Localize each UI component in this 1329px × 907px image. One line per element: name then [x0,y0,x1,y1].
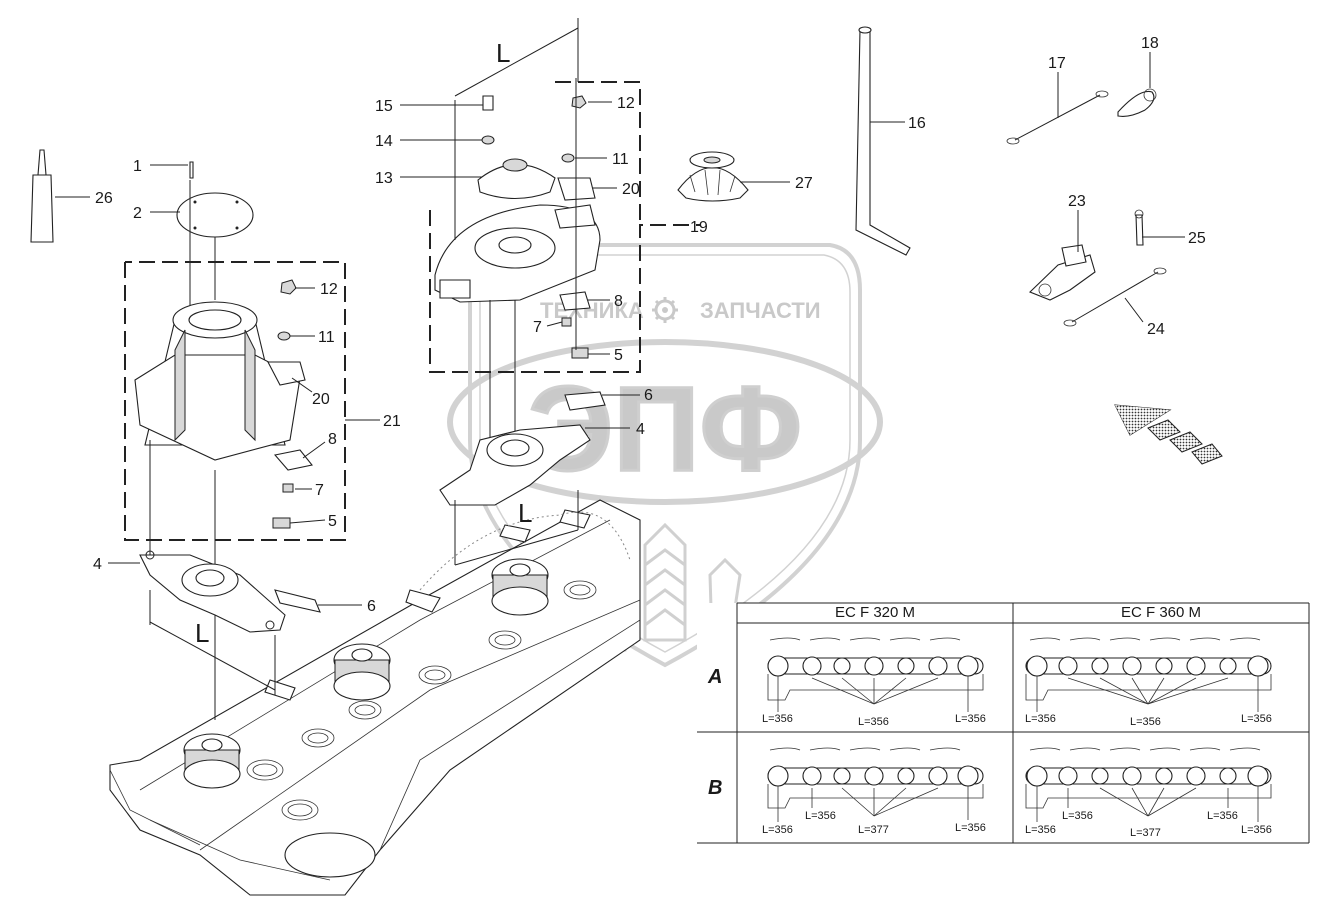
row-label-a: A [707,666,722,688]
l-value-a360-mid: L=356 [1130,716,1161,728]
table-header-320: EC F 320 M [835,604,915,621]
disc-ring [348,700,382,720]
plate-4-center [439,391,606,506]
watermark-text-left: ТЕХНИКА [540,298,644,323]
disc-ring [488,630,522,650]
callout-8-left: 8 [328,431,337,448]
callout-11-left: 11 [318,329,335,346]
l-value-b320-left: L=356 [762,824,793,836]
l-value-b360-mid: L=377 [1130,827,1161,839]
configuration-table: EC F 320 M EC F 360 M A B L=356 L=356 L=… [697,602,1310,844]
plate-4-left [139,550,321,633]
callout-24: 24 [1147,321,1165,338]
l-value-b360-right: L=356 [1241,824,1272,836]
drum-hub [333,643,391,701]
callout-7-left: 7 [315,482,324,499]
cutter-bar-frame [109,499,641,896]
l-value-a320-left: L=356 [762,713,793,725]
disc-ring [281,799,319,821]
callout-13: 13 [375,170,393,187]
callout-25: 25 [1188,230,1206,247]
callout-5-left: 5 [328,513,337,530]
callout-7-center: 7 [533,319,542,336]
callout-27: 27 [795,175,813,192]
drum-hub [183,733,241,789]
latch-23 [1029,244,1096,301]
l-value-b360-right2: L=356 [1207,810,1238,822]
dimension-label-left: L [195,618,209,648]
l-value-a320-right: L=356 [955,713,986,725]
sealant-tube-26 [30,149,54,243]
callout-20-left: 20 [312,391,330,408]
callout-11-center: 11 [612,151,629,168]
l-value-b320-left2: L=356 [805,810,836,822]
callout-23: 23 [1068,193,1086,210]
l-value-a320-mid: L=356 [858,716,889,728]
callout-6-center: 6 [644,387,653,404]
callout-4-center: 4 [636,421,645,438]
row-label-b: B [708,777,722,799]
leader-lines [55,52,1185,606]
callout-labels: 1 2 26 12 11 20 21 8 7 5 4 6 15 14 13 12… [93,35,1206,615]
bar-schematic-a-320 [767,637,984,712]
l-value-b320-right: L=356 [955,822,986,834]
l-value-a360-left: L=356 [1025,713,1056,725]
callout-1: 1 [133,158,142,175]
disc-ring [563,580,597,600]
watermark-text-right: ЗАПЧАСТИ [700,298,821,323]
rod-16 [855,26,911,256]
l-value-b360-left: L=356 [1025,824,1056,836]
dimension-label-top: L [496,38,510,68]
direction-arrow-icon [1114,404,1223,465]
l-value-a360-right: L=356 [1241,713,1272,725]
split-pin-25 [1134,209,1144,246]
callout-18: 18 [1141,35,1159,52]
callout-12-left: 12 [320,281,338,298]
l-value-b360-left2: L=356 [1062,810,1093,822]
callout-14: 14 [375,133,393,150]
table-header-360: EC F 360 M [1121,604,1201,621]
callout-6-left: 6 [367,598,376,615]
callout-4-left: 4 [93,556,102,573]
watermark: ТЕХНИКА ЗАПЧАСТИ ЭПФ [447,243,883,668]
disc-ring [246,759,284,781]
callout-21: 21 [383,413,401,430]
bar-schematic-b-360 [1025,747,1272,822]
callout-19: 19 [690,219,708,236]
callout-17: 17 [1048,55,1066,72]
gear-icon [652,297,678,323]
wire-24 [1063,267,1167,327]
callout-2: 2 [133,205,142,222]
disc-ring [301,728,335,748]
drum-hub [491,558,549,616]
callout-8-center: 8 [614,293,623,310]
dimension-left: L [149,590,276,695]
callout-5-center: 5 [614,347,623,364]
assembly-19-center [429,78,700,470]
bar-schematic-a-360 [1025,637,1272,712]
callout-12-center: 12 [617,95,635,112]
l-value-b320-mid: L=377 [858,824,889,836]
cover-plate [176,192,254,238]
callout-20-center: 20 [622,181,640,198]
bar-schematic-b-320 [767,747,984,822]
hub-27 [677,151,749,202]
dimension-center-top: L [454,18,579,97]
dimension-label-bottom: L [518,498,532,528]
disc-ring [418,665,452,685]
callout-26: 26 [95,190,113,207]
callout-15: 15 [375,98,393,115]
assembly-21-left [124,161,380,720]
pin-18 [1117,88,1157,117]
dimension-center-bottom: L [454,490,579,566]
callout-16: 16 [908,115,926,132]
